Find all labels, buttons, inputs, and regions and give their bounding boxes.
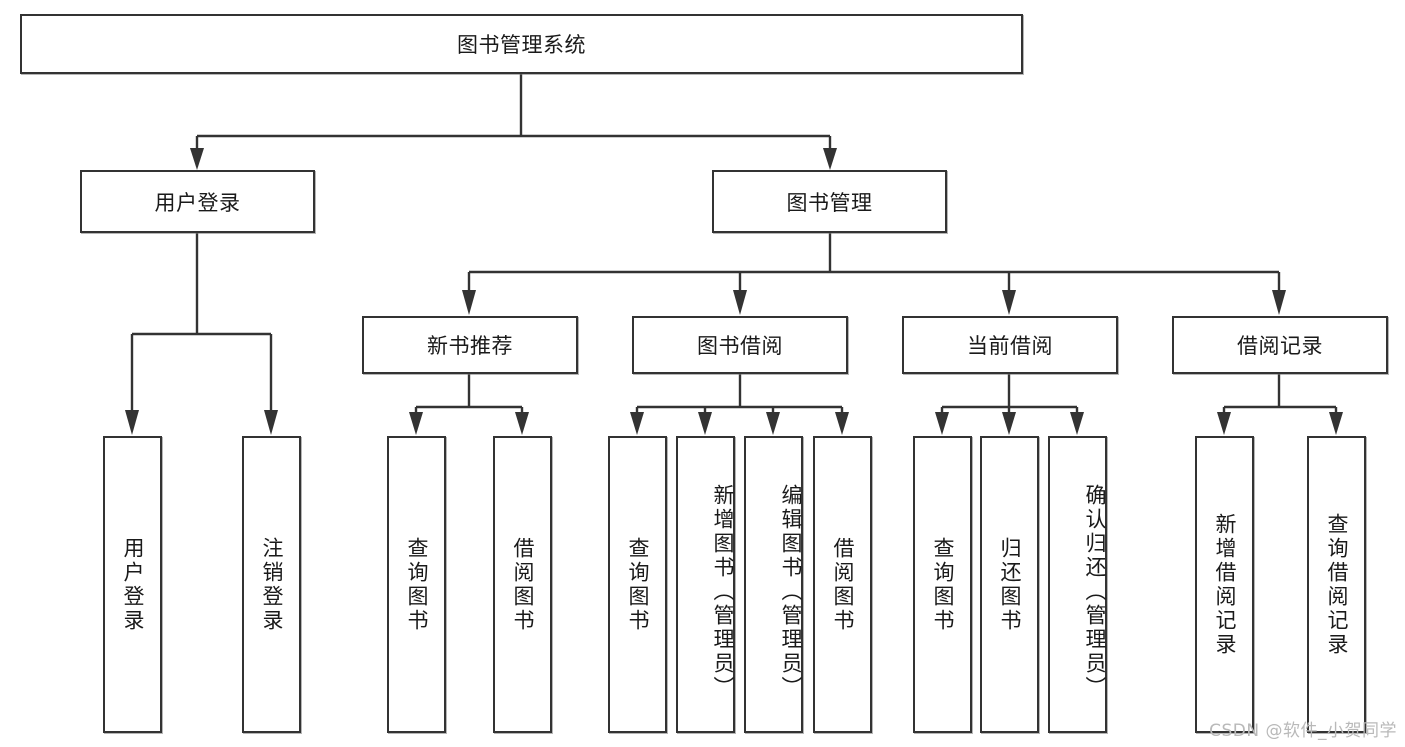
node-label: 新增借阅记录 xyxy=(1213,512,1237,657)
node-label: 注销登录 xyxy=(260,536,284,633)
node-label: 当前借阅 xyxy=(967,334,1053,358)
leaf-query-book-recommend[interactable]: 查询图书 xyxy=(387,436,446,733)
leaf-user-login[interactable]: 用户登录 xyxy=(103,436,162,733)
node-label: 用户登录 xyxy=(121,536,145,633)
leaf-query-book-current[interactable]: 查询图书 xyxy=(913,436,972,733)
node-current-borrow[interactable]: 当前借阅 xyxy=(902,316,1118,374)
node-root-system[interactable]: 图书管理系统 xyxy=(20,14,1023,74)
leaf-return-book[interactable]: 归还图书 xyxy=(980,436,1039,733)
node-label: 借阅记录 xyxy=(1237,334,1323,358)
leaf-edit-book-admin[interactable]: 编辑图书（管理员） xyxy=(744,436,803,733)
node-label: 编辑图书（管理员） xyxy=(779,483,803,700)
leaf-borrow-book-recommend[interactable]: 借阅图书 xyxy=(493,436,552,733)
leaf-user-logout[interactable]: 注销登录 xyxy=(242,436,301,733)
node-new-book-recommend[interactable]: 新书推荐 xyxy=(362,316,578,374)
node-user-login[interactable]: 用户登录 xyxy=(80,170,315,233)
leaf-confirm-return-admin[interactable]: 确认归还（管理员） xyxy=(1048,436,1107,733)
node-label: 查询借阅记录 xyxy=(1325,512,1349,657)
leaf-query-book[interactable]: 查询图书 xyxy=(608,436,667,733)
leaf-add-book-admin[interactable]: 新增图书（管理员） xyxy=(676,436,735,733)
node-label: 借阅图书 xyxy=(511,536,535,633)
node-label: 图书借阅 xyxy=(697,334,783,358)
node-label: 归还图书 xyxy=(998,536,1022,633)
node-label: 图书管理系统 xyxy=(457,33,586,57)
leaf-query-borrow-record[interactable]: 查询借阅记录 xyxy=(1307,436,1366,733)
node-label: 查询图书 xyxy=(405,536,429,633)
node-label: 图书管理 xyxy=(786,190,873,215)
csdn-watermark: CSDN @软件_小贺同学 xyxy=(1209,721,1397,741)
node-label: 查询图书 xyxy=(626,536,650,633)
node-book-borrow[interactable]: 图书借阅 xyxy=(632,316,848,374)
leaf-add-borrow-record[interactable]: 新增借阅记录 xyxy=(1195,436,1254,733)
node-borrow-record[interactable]: 借阅记录 xyxy=(1172,316,1388,374)
leaf-borrow-book[interactable]: 借阅图书 xyxy=(813,436,872,733)
node-label: 查询图书 xyxy=(931,536,955,633)
node-label: 新书推荐 xyxy=(427,334,513,358)
node-label: 新增图书（管理员） xyxy=(711,483,735,700)
node-label: 用户登录 xyxy=(154,190,241,215)
node-label: 确认归还（管理员） xyxy=(1083,483,1107,700)
node-label: 借阅图书 xyxy=(831,536,855,633)
node-book-management[interactable]: 图书管理 xyxy=(712,170,947,233)
